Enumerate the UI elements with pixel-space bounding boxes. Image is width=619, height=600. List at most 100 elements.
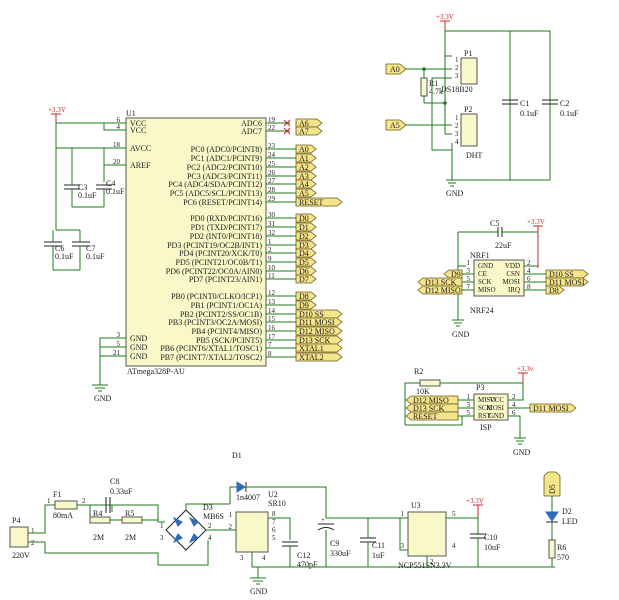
net-port-d10_ss-label: D10 SS bbox=[299, 310, 324, 319]
net-port-a5: A5 bbox=[295, 188, 317, 198]
u3-body[interactable] bbox=[407, 511, 447, 557]
net-port-a0: A0 bbox=[295, 144, 317, 154]
mcu-pin-num: 14 bbox=[268, 307, 276, 315]
nrf-pin-name: SCK bbox=[478, 278, 492, 286]
c9-polarity: + bbox=[321, 516, 325, 524]
r1-ref: R1 bbox=[429, 79, 438, 88]
isp-pin-name: GND bbox=[489, 412, 504, 420]
nrf-net-d10_ss-label: D10 SS bbox=[549, 270, 574, 279]
r1-body bbox=[420, 77, 428, 97]
net-port-d11_mosi-label: D11 MOSI bbox=[299, 318, 335, 327]
nrf-net-d11_mosi: D11 MOSI bbox=[545, 277, 589, 287]
r6-val: 570 bbox=[557, 553, 569, 562]
mcu-pin-num: 6 bbox=[117, 116, 121, 124]
mcu-pin-num: 8 bbox=[268, 350, 272, 358]
r1-val: 4.7k bbox=[429, 87, 443, 96]
mcu-pin-num: 25 bbox=[268, 160, 276, 168]
net-port-a3: A3 bbox=[295, 171, 317, 181]
net-port-a5-label: A5 bbox=[299, 189, 309, 198]
net-a5-label: A5 bbox=[390, 121, 400, 130]
c8-val: 0.33uF bbox=[110, 487, 133, 496]
u3-pin-num: 2 bbox=[430, 558, 434, 566]
mcu-pin-name: AVCC bbox=[130, 144, 151, 153]
net-port-xtal1: XTAL1 bbox=[295, 343, 343, 353]
mcu-pin-name: PD0 (RXD/PCINT16) bbox=[190, 214, 262, 223]
isp-body[interactable] bbox=[473, 393, 509, 421]
mcu-pin-name: PD7 (PCINT23/AIN1) bbox=[189, 275, 262, 284]
nrf-gnd-label: GND bbox=[452, 330, 470, 339]
c5-ref: C5 bbox=[490, 219, 499, 228]
nrf-net-d9-label: D9 bbox=[451, 270, 461, 279]
d1-ref: D1 bbox=[232, 451, 242, 460]
mcu-pin-num: 19 bbox=[268, 116, 276, 124]
mcu-pin-num: 29 bbox=[268, 195, 276, 203]
isp-net-d13_sck: D13 SCK bbox=[405, 403, 459, 413]
psu-gnd-label: GND bbox=[250, 587, 268, 596]
mcu-pin-name: PC2 (ADC2/PCINT10) bbox=[187, 163, 263, 172]
r4-ref: R4 bbox=[93, 509, 102, 518]
p4-body[interactable] bbox=[9, 526, 29, 548]
d3-ref: D3 bbox=[203, 503, 213, 512]
nrf-pin-num: 3 bbox=[467, 267, 471, 275]
mcu-pin-name: PB6 (PCINT6/XTAL1/TOSC1) bbox=[160, 344, 262, 353]
vcc-label-top: +3.3V bbox=[436, 13, 454, 21]
p1-part: DS18B20 bbox=[441, 85, 473, 94]
mcu-body[interactable] bbox=[125, 117, 267, 367]
r2-body bbox=[419, 379, 441, 387]
p2-part: DHT bbox=[466, 151, 483, 160]
p2-body[interactable] bbox=[460, 113, 478, 147]
mcu-pin-name: PC1 (ADC1/PCINT9) bbox=[191, 154, 263, 163]
nrf-part: NRF24 bbox=[470, 306, 494, 315]
net-port-xtal1-label: XTAL1 bbox=[299, 344, 324, 353]
isp-net-d13_sck-label: D13 SCK bbox=[413, 404, 445, 413]
p4-val: 220V bbox=[12, 551, 30, 560]
mcu-pin-name: PC5 (ADC5/SCL/PCINT13) bbox=[170, 189, 263, 198]
net-port-d6-label: D6 bbox=[299, 267, 309, 276]
mcu-pin-num: 18 bbox=[113, 141, 121, 149]
nrf-body[interactable] bbox=[473, 259, 525, 297]
mcu-pin-num: 9 bbox=[268, 255, 272, 263]
c6-ref: C6 bbox=[55, 244, 64, 253]
net-port-d9-label: D9 bbox=[299, 301, 309, 310]
u2-body[interactable] bbox=[235, 511, 269, 553]
nrf-pin-num: 1 bbox=[467, 259, 471, 267]
isp-net-d12_miso: D12 MISO bbox=[405, 395, 459, 405]
f1-pin-1: 1 bbox=[47, 497, 51, 505]
net-port-d12_miso-label: D12 MISO bbox=[299, 327, 335, 336]
isp-pin-name: MOSI bbox=[486, 404, 504, 412]
net-port-d7: D7 bbox=[295, 274, 317, 284]
c9-val: 330uF bbox=[330, 549, 351, 558]
mcu-pin-name: PB2 (PCINT2/SS/OC1B) bbox=[180, 310, 262, 319]
c6-val: 0.1uF bbox=[55, 252, 74, 261]
mcu-pin-name: GND bbox=[130, 334, 148, 343]
isp-gnd-label: GND bbox=[513, 448, 531, 457]
isp-pin-name: RST bbox=[478, 412, 492, 420]
f1-pin-2: 2 bbox=[82, 497, 86, 505]
mcu-part: ATmega328P-AU bbox=[127, 367, 185, 376]
isp-pin-num: 5 bbox=[467, 409, 471, 417]
sensor-headers: +3.3V P1 1 2 3 DS18B20 P2 1 2 3 4 DHT A0… bbox=[385, 13, 579, 198]
c11-val: 1uF bbox=[372, 551, 385, 560]
d1-part: 1n4007 bbox=[236, 493, 260, 502]
no-connect-mark bbox=[283, 119, 291, 127]
isp-pin-num: 2 bbox=[512, 393, 516, 401]
mcu-pin-name: PC3 (ADC3/PCINT11) bbox=[187, 172, 262, 181]
isp-pin-num: 6 bbox=[512, 409, 516, 417]
net-port-a0 bbox=[385, 63, 407, 75]
net-port-d8-label: D8 bbox=[299, 292, 309, 301]
net-port-a1-label: A1 bbox=[299, 154, 309, 163]
net-port-a3-label: A3 bbox=[299, 172, 309, 181]
c1-val: 0.1uF bbox=[520, 109, 539, 118]
u3-pin-num: 4 bbox=[452, 542, 456, 550]
sensor-gnd-label: GND bbox=[446, 189, 464, 198]
mcu-pin-num: 17 bbox=[268, 333, 276, 341]
isp-part: ISP bbox=[480, 423, 492, 432]
nrf-pin-name: GND bbox=[478, 262, 493, 270]
mcu-pin-name: PB5 (SCK/PCINT5) bbox=[196, 336, 262, 345]
p1-body[interactable] bbox=[460, 57, 478, 85]
c12-val: 470pF bbox=[297, 560, 318, 569]
nrf-pin-num: 2 bbox=[527, 259, 531, 267]
mcu-pin-num: 13 bbox=[268, 298, 276, 306]
